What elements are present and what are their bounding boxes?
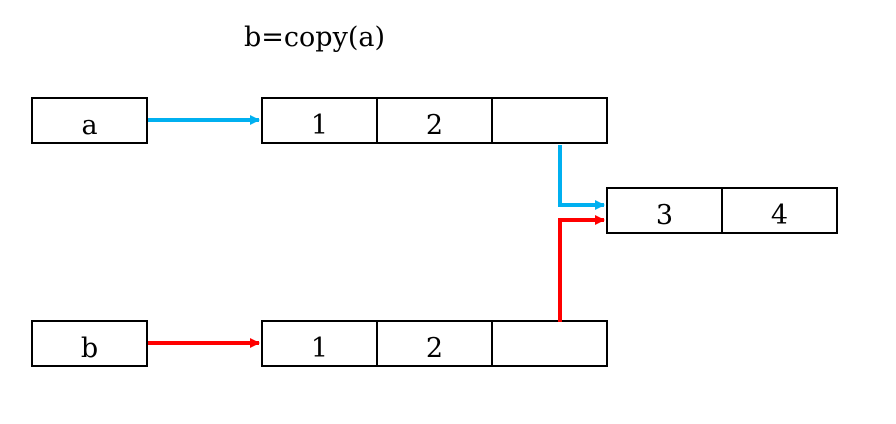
list-b-cell-2 [491, 320, 608, 367]
list-b-value-0: 1 [311, 333, 328, 364]
inner-list: 3 4 [606, 187, 838, 234]
list-a-value-0: 1 [311, 110, 328, 141]
variable-a-label: a [81, 110, 97, 141]
diagram-title: b=copy(a) [244, 22, 385, 53]
inner-list-cell-1 [721, 187, 838, 234]
list-a: 1 2 [261, 97, 608, 144]
variable-a-box: a [31, 97, 148, 144]
list-a-cell-0 [261, 97, 378, 144]
arrow-list-a-to-inner [558, 145, 605, 210]
list-b-value-1: 2 [426, 333, 443, 364]
list-a-cell-2 [491, 97, 608, 144]
inner-list-value-0: 3 [656, 200, 673, 231]
list-b-cell-0 [261, 320, 378, 367]
variable-b-label: b [81, 333, 98, 364]
variable-b-box: b [31, 320, 148, 367]
list-a-cell-1 [376, 97, 493, 144]
inner-list-value-1: 4 [771, 200, 788, 231]
list-b: 1 2 [261, 320, 608, 367]
list-a-value-1: 2 [426, 110, 443, 141]
arrow-list-b-to-inner [558, 215, 605, 322]
list-b-cell-1 [376, 320, 493, 367]
